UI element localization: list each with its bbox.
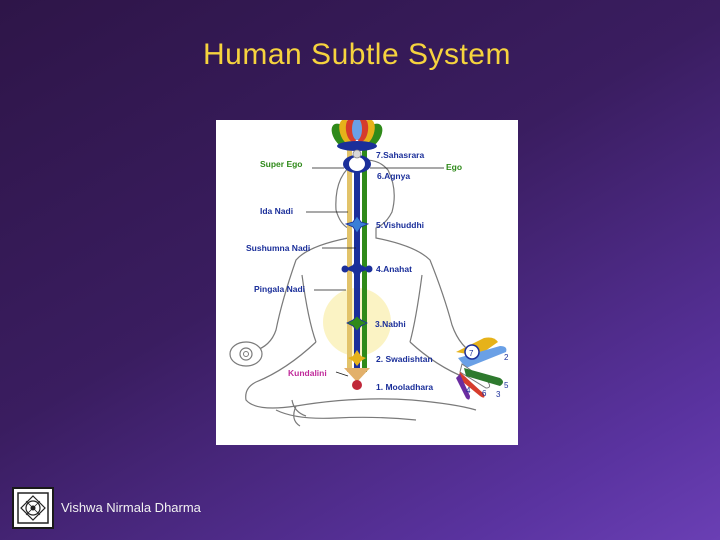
hand-number-2: 2 (504, 353, 509, 362)
label-sahasrara: 7.Sahasrara (376, 150, 424, 160)
label-mooladhara: 1. Mooladhara (376, 382, 433, 392)
label-kundalini: Kundalini (288, 368, 327, 378)
label-swadishtan: 2. Swadishtan (376, 354, 433, 364)
slide-title: Human Subtle System (203, 38, 511, 71)
label-ida-nadi: Ida Nadi (260, 206, 293, 216)
hand-number-7: 7 (469, 349, 474, 358)
agnya-center (349, 157, 365, 171)
label-sushumna-nadi: Sushumna Nadi (246, 243, 310, 253)
chakra-markers (341, 149, 373, 390)
human-figure-outline (245, 159, 479, 427)
sahasrara-lotus (331, 120, 383, 151)
footer-text: Vishwa Nirmala Dharma (61, 500, 201, 515)
hand-number-5: 5 (504, 381, 509, 390)
label-anahat: 4.Anahat (376, 264, 412, 274)
hand-number-6: 6 (482, 389, 487, 398)
label-super-ego: Super Ego (260, 159, 303, 169)
subtle-system-diagram: 7 2 4 6 3 5 (216, 120, 518, 445)
hand-number-3: 3 (496, 390, 501, 399)
yantra-logo-icon (17, 492, 49, 524)
label-vishuddhi: 5.Vishuddhi (376, 220, 424, 230)
label-nabhi: 3.Nabhi (375, 319, 406, 329)
label-ego: Ego (446, 162, 462, 172)
footer-logo (12, 487, 54, 529)
right-hand: 7 2 4 6 3 5 (456, 337, 509, 400)
label-pingala-nadi: Pingala Nadi (254, 284, 305, 294)
subtle-system-figure: 7 2 4 6 3 5 (229, 120, 509, 427)
leader-lines (306, 167, 444, 377)
hand-number-4: 4 (466, 386, 471, 395)
label-agnya: 6.Agnya (377, 171, 410, 181)
nadi-channels (345, 137, 369, 374)
left-hand (229, 341, 263, 367)
